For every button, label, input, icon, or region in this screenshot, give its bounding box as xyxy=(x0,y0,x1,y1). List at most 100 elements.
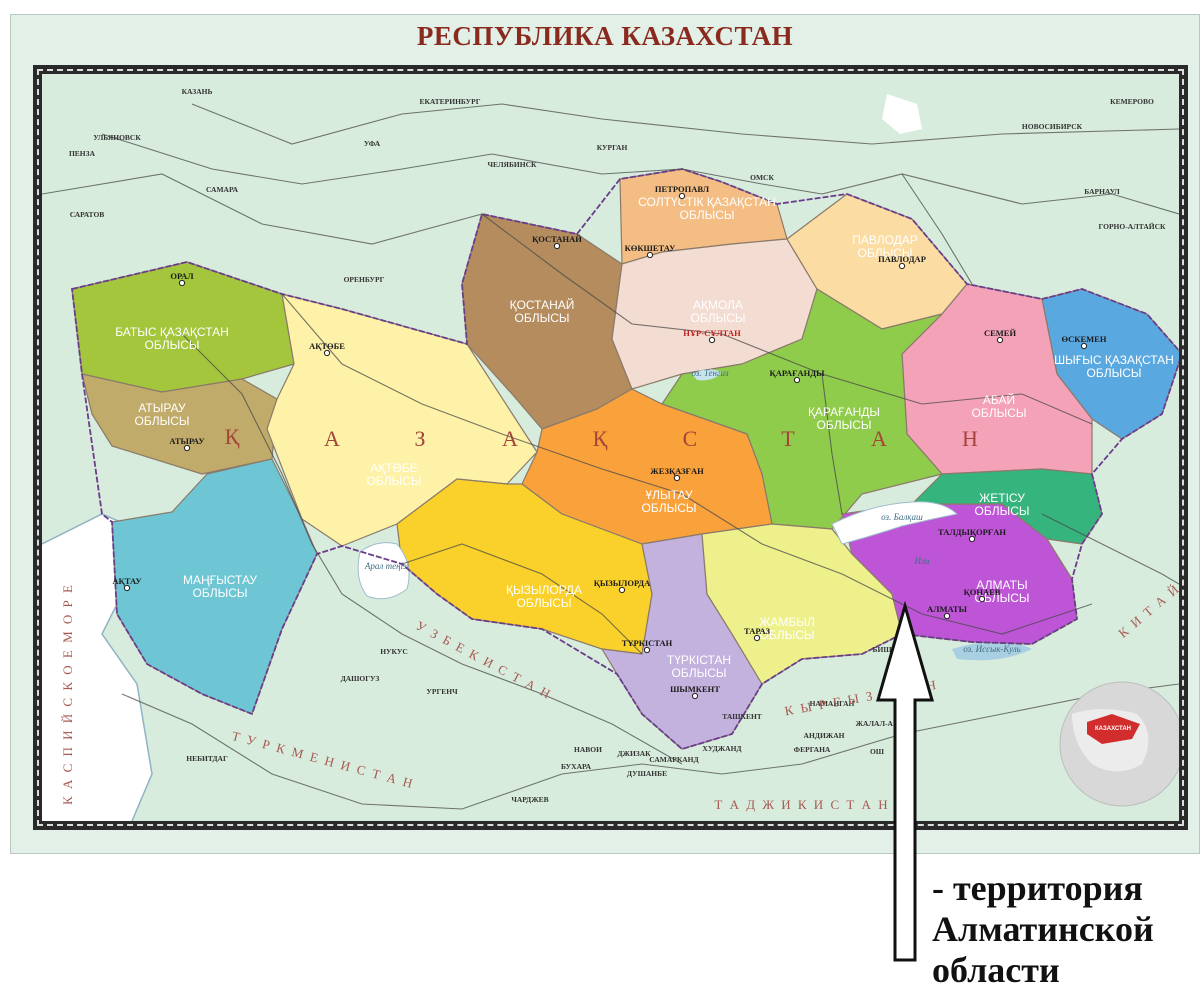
region-zhambyl xyxy=(701,523,903,685)
city-dot-kz xyxy=(753,634,761,642)
road-7 xyxy=(401,543,643,655)
city-kz-2: АТЫРАУ xyxy=(169,436,205,446)
region-label-mangystau: ОБЛЫСЫ xyxy=(193,586,248,600)
globe-label: КАЗАХСТАН xyxy=(1095,726,1131,732)
region-label-mangystau: МАҢҒЫСТАУ xyxy=(183,573,257,587)
water-label-1: оз. Балқаш xyxy=(881,512,923,522)
city-kz-1: АҚТӨБЕ xyxy=(309,341,345,351)
region-label-akmola: АҚМОЛА xyxy=(693,298,743,312)
city-dot-kz xyxy=(673,474,681,482)
city-foreign-24: САМАРКАНД xyxy=(649,755,699,764)
country-letter-6: Т xyxy=(781,426,795,451)
city-kz-12: ЖЕЗҚАЗҒАН xyxy=(650,466,704,476)
region-label-shygys: ШЫҒЫС ҚАЗАҚСТАН xyxy=(1054,353,1174,367)
city-foreign-16: ТАШКЕНТ xyxy=(722,712,762,721)
city-foreign-8: ЧЕЛЯБИНСК xyxy=(488,160,537,169)
caption-line-2: Алматинской xyxy=(932,909,1154,949)
kazakhstan-map[interactable]: БАТЫС ҚАЗАҚСТАНОБЛЫСЫАТЫРАУОБЛЫСЫАҚТӨБЕО… xyxy=(42,74,1179,821)
caspian-sea xyxy=(42,514,152,821)
city-foreign-10: ОМСК xyxy=(750,173,774,182)
pointer-arrow xyxy=(876,600,934,962)
city-foreign-31: НЕБИТДАГ xyxy=(186,754,228,763)
road-8 xyxy=(821,373,843,515)
road-2 xyxy=(191,103,1179,145)
country-letter-7: А xyxy=(871,426,887,451)
country-letter-1: А xyxy=(324,426,340,451)
city-dot-kz xyxy=(943,612,951,620)
globe-kazakhstan-highlight xyxy=(1087,714,1140,744)
city-kz-11: ҚАРАҒАНДЫ xyxy=(770,368,826,378)
city-dot-kz xyxy=(553,242,561,250)
city-kz-10: ӨСКЕМЕН xyxy=(1062,334,1107,344)
region-label-kostanai: ҚОСТАНАЙ xyxy=(510,297,575,312)
region-label-karagandy: ҚАРАҒАНДЫ xyxy=(808,405,880,419)
map-sheet: РЕСПУБЛИКА КАЗАХСТАН БАТЫС ҚАЗАҚСТАН ОБЛЫ… xyxy=(10,14,1200,854)
region-label-zhambyl: ЖАМБЫЛ xyxy=(759,615,814,629)
city-foreign-28: НУКУС xyxy=(380,647,408,656)
caspian-coast xyxy=(42,513,153,821)
region-label-akmola: ОБЛЫСЫ xyxy=(691,311,746,325)
road-9 xyxy=(1041,513,1179,585)
region-label-aktobe: ОБЛЫСЫ xyxy=(367,474,422,488)
region-label-batys: БАТЫС ҚАЗАҚСТАН xyxy=(115,325,229,339)
region-label-abai: ОБЛЫСЫ xyxy=(972,406,1027,420)
region-label-karagandy: ОБЛЫСЫ xyxy=(817,418,872,432)
city-kz-13: ҚЫЗЫЛОРДА xyxy=(594,578,651,588)
road-0 xyxy=(42,173,483,245)
city-foreign-6: ОРЕНБУРГ xyxy=(344,275,385,284)
lake-balkhash xyxy=(831,501,959,545)
region-label-almaty: АЛМАТЫ xyxy=(976,578,1027,592)
city-kz-3: ОРАЛ xyxy=(170,271,194,281)
region-label-zhetisu: ЖЕТІСУ xyxy=(979,491,1025,505)
city-kz-18: ТАЛДЫҚОРҒАН xyxy=(938,527,1006,537)
region-label-zhambyl: ОБЛЫСЫ xyxy=(760,628,815,642)
water-label-2: оз. Тенгиз xyxy=(691,368,729,378)
city-dot-kz xyxy=(968,535,976,543)
lake-tengiz xyxy=(692,369,722,381)
city-dot-kz xyxy=(123,584,131,592)
city-foreign-21: ЖАЛАЛ-АБАД xyxy=(856,719,910,728)
city-kz-5: ПЕТРОПАВЛ xyxy=(655,184,710,194)
city-foreign-27: ДЖИЗАК xyxy=(617,749,651,758)
city-dot-kz xyxy=(643,646,651,654)
city-dot-kz xyxy=(323,349,331,357)
road-6 xyxy=(181,333,683,765)
region-label-kostanai: ОБЛЫСЫ xyxy=(515,311,570,325)
city-foreign-14: ГОРНО-АЛТАЙСК xyxy=(1099,222,1166,231)
region-label-soltustik: СОЛТҮСТІК ҚАЗАҚСТАН xyxy=(638,195,776,209)
city-foreign-7: УФА xyxy=(364,139,381,148)
city-foreign-13: БАРНАУЛ xyxy=(1084,187,1120,196)
city-kz-7: НҰР-СҰЛТАН xyxy=(683,328,741,338)
city-foreign-26: НАВОИ xyxy=(574,745,602,754)
city-kz-8: ПАВЛОДАР xyxy=(878,254,926,264)
map-title: РЕСПУБЛИКА КАЗАХСТАН xyxy=(416,21,794,51)
region-label-pavlodar: ПАВЛОДАР xyxy=(852,233,918,247)
country-letter-3: А xyxy=(502,426,518,451)
lake-north xyxy=(882,94,922,134)
caption-line-3: области xyxy=(932,950,1060,990)
city-kz-14: ТҮРКІСТАН xyxy=(622,638,673,648)
city-foreign-4: САМАРА xyxy=(206,185,239,194)
region-label-atyrau: ОБЛЫСЫ xyxy=(135,414,190,428)
region-label-kyzylorda: ОБЛЫСЫ xyxy=(517,596,572,610)
region-label-shygys: ОБЛЫСЫ xyxy=(1087,366,1142,380)
city-dot-kz xyxy=(678,192,686,200)
region-label-turkistan: ТҮРКІСТАН xyxy=(667,653,731,667)
city-foreign-23: ДУШАНБЕ xyxy=(627,769,667,778)
region-label-ulytau: ҰЛЫТАУ xyxy=(645,488,693,502)
region-label-zhetisu: ОБЛЫСЫ xyxy=(975,504,1030,518)
water-label-3: оз. Иссык-Куль xyxy=(963,644,1021,654)
neighbor-label-tajikistan: Т А Д Ж И К И С Т А Н xyxy=(714,797,889,812)
water-label-0: Арал теңізі xyxy=(364,561,410,571)
city-dot-kz xyxy=(898,262,906,270)
country-letter-8: Н xyxy=(962,426,978,451)
country-letter-5: С xyxy=(683,426,698,451)
city-dot-kz xyxy=(996,336,1004,344)
city-dot-kz xyxy=(978,595,986,603)
city-kz-16: ТАРАЗ xyxy=(744,626,770,636)
neighbor-label-caspian: К А С П И Й С К О Е М О Р Е xyxy=(60,583,75,805)
city-kz-6: КӨКШЕТАУ xyxy=(625,243,677,253)
city-foreign-9: КУРГАН xyxy=(597,143,628,152)
region-label-aktobe: АҚТӨБЕ xyxy=(370,461,418,475)
city-dot-kz xyxy=(691,692,699,700)
